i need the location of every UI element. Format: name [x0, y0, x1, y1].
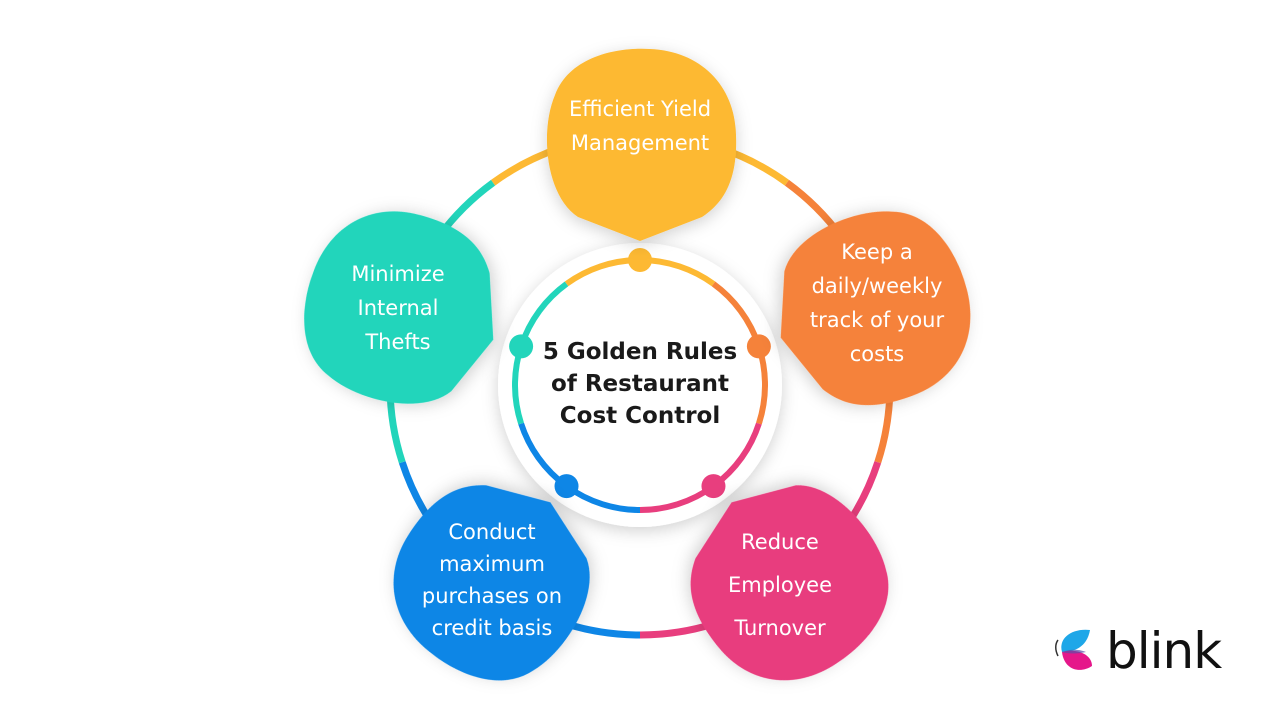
rule-shape-thefts: [304, 211, 494, 404]
label-line: Internal: [357, 296, 439, 320]
inner-ring-dot: [554, 474, 579, 499]
label-line: Thefts: [365, 330, 431, 354]
inner-ring-dot: [628, 248, 652, 272]
label-line: Turnover: [734, 616, 826, 640]
logo-text: blink: [1106, 622, 1222, 680]
butterfly-icon: [1055, 629, 1092, 670]
label-line: track of your: [809, 308, 945, 332]
rule-shape-track: [780, 211, 971, 406]
center-disc: [498, 243, 782, 527]
rule-yield-label: Efficient Yield Management: [540, 92, 740, 160]
title-line: Cost Control: [559, 403, 721, 429]
label-line: Minimize: [351, 262, 445, 286]
label-line: Management: [570, 131, 710, 155]
rule-shape-fill: [393, 485, 590, 681]
rule-thefts-label: Minimize Internal Thefts: [298, 257, 498, 359]
label-line: Reduce: [741, 530, 819, 554]
rule-track-label: Keep a daily/weekly track of your costs: [777, 235, 977, 371]
label-line: Keep a: [841, 240, 913, 264]
label-line: Efficient Yield: [568, 97, 712, 121]
title-line: 5 Golden Rules: [542, 339, 738, 365]
rule-shape-fill: [690, 485, 889, 681]
title-line: of Restaurant: [551, 371, 729, 397]
inner-ring-dot: [701, 474, 726, 499]
label-line: maximum: [439, 552, 545, 576]
rule-shape-yield: [546, 48, 737, 241]
blink-logo: blink: [1052, 622, 1222, 680]
label-line: credit basis: [431, 616, 553, 640]
rule-shapes: [304, 48, 971, 681]
rule-shape-fill: [780, 211, 971, 406]
rule-shape-fill: [546, 48, 737, 241]
label-line: purchases on: [421, 584, 563, 608]
inner-ring: [509, 248, 771, 513]
diagram-title: 5 Golden Rules of Restaurant Cost Contro…: [520, 336, 760, 432]
rule-shape-credit: [393, 485, 590, 681]
label-line: Employee: [727, 573, 832, 597]
label-line: Conduct: [448, 520, 536, 544]
rule-shape-fill: [304, 211, 494, 404]
inner-ring-dot: [509, 334, 534, 359]
inner-ring-dot: [746, 334, 771, 359]
rule-shape-turnover: [690, 485, 889, 681]
label-line: costs: [849, 342, 905, 366]
label-line: daily/weekly: [811, 274, 943, 298]
rule-credit-label: Conduct maximum purchases on credit basi…: [392, 516, 592, 644]
rule-turnover-label: Reduce Employee Turnover: [680, 521, 880, 650]
